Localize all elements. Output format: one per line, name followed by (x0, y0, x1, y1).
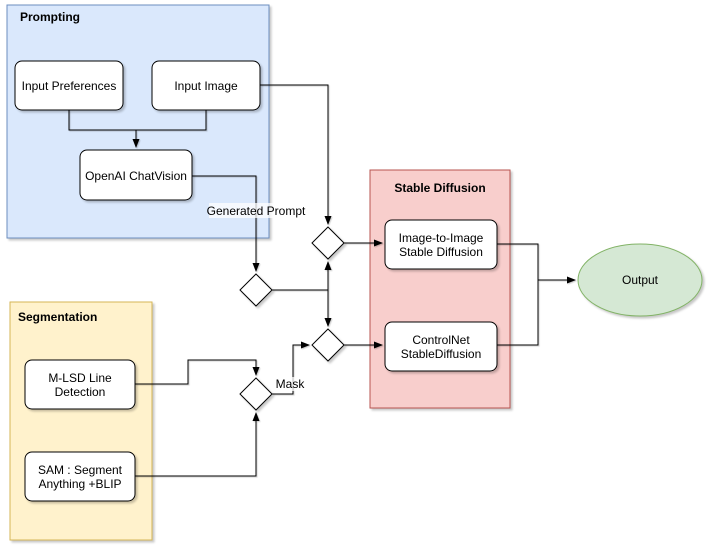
output-label: Output (622, 273, 659, 287)
segmentation-group-title: Segmentation (18, 310, 97, 324)
edge-controlnet-to-output-junction (497, 280, 539, 346)
stable-diffusion-group-title: Stable Diffusion (394, 181, 485, 195)
input-image-label: Input Image (174, 79, 238, 93)
controlnet-node (384, 321, 498, 372)
edge-img2img-to-output-junction (497, 243, 539, 280)
prompt-merge-diamond (239, 273, 273, 307)
segmentation-group-container (9, 301, 153, 541)
mask-label: Mask (276, 377, 306, 391)
input-preferences-node (14, 60, 124, 111)
image-to-image-node (384, 219, 498, 270)
edge-mlsd-to-mask-diamond (135, 359, 260, 385)
mlsd-node (24, 359, 136, 410)
input-image-node (151, 60, 261, 111)
edge-chatvision-to-prompt-diamond (192, 175, 260, 272)
edge-mask-diamond-to-controlnet-diamond (272, 341, 310, 395)
stable-diffusion-group-container (369, 169, 511, 409)
input-preferences-label: Input Preferences (22, 79, 117, 93)
sam-node (24, 451, 136, 502)
prompting-group-title: Prompting (20, 10, 80, 24)
edge-input-image-to-merge (136, 110, 207, 131)
edge-sam-to-mask-diamond (135, 412, 260, 477)
mask-label-bg (274, 377, 306, 391)
mask-merge-diamond (239, 377, 273, 411)
openai-chatvision-node (79, 149, 193, 201)
generated-prompt-label-bg (209, 203, 304, 218)
edge-input-image-to-img2img-diamond (260, 84, 332, 225)
generated-prompt-label: Generated Prompt (207, 204, 306, 218)
output-node (577, 243, 703, 317)
controlnet-input-diamond (311, 328, 345, 362)
edge-input-preferences-to-merge (68, 110, 136, 131)
img2img-input-diamond (311, 226, 345, 260)
openai-chatvision-label: OpenAI ChatVision (85, 169, 187, 183)
